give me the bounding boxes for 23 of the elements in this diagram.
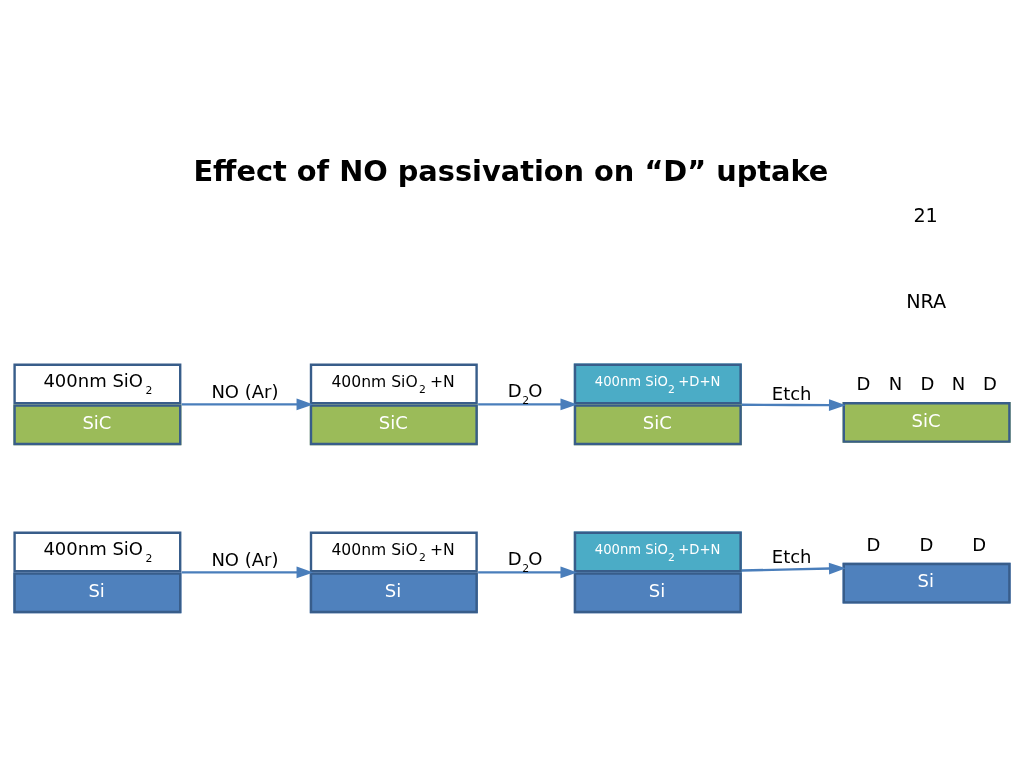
label: NRA: [906, 290, 947, 314]
edge-label: D$_{2}$O: [507, 380, 543, 407]
arrow: [478, 566, 578, 579]
node-label: D: [866, 533, 881, 555]
node-label: N: [951, 373, 966, 394]
edge-label: Etch: [771, 382, 812, 404]
node-label: D: [856, 373, 871, 394]
node-label: D: [920, 373, 935, 394]
edge-label: NO (Ar): [211, 549, 279, 571]
edge-label: NO (Ar): [211, 381, 279, 403]
arrow: [741, 562, 846, 575]
label: 21: [913, 203, 938, 227]
arrow: [478, 398, 578, 411]
node-label: N: [888, 373, 903, 394]
node-label: D: [983, 373, 997, 394]
arrow: [181, 398, 314, 411]
edge-label: D$_{2}$O: [507, 548, 543, 575]
arrow: [741, 399, 846, 412]
node-label: D: [972, 533, 987, 555]
edge-label: Etch: [771, 545, 812, 567]
arrow: [181, 566, 314, 579]
node-label: D: [919, 533, 934, 555]
diagram-title: Effect of NO passivation on “D” uptake: [193, 154, 829, 189]
